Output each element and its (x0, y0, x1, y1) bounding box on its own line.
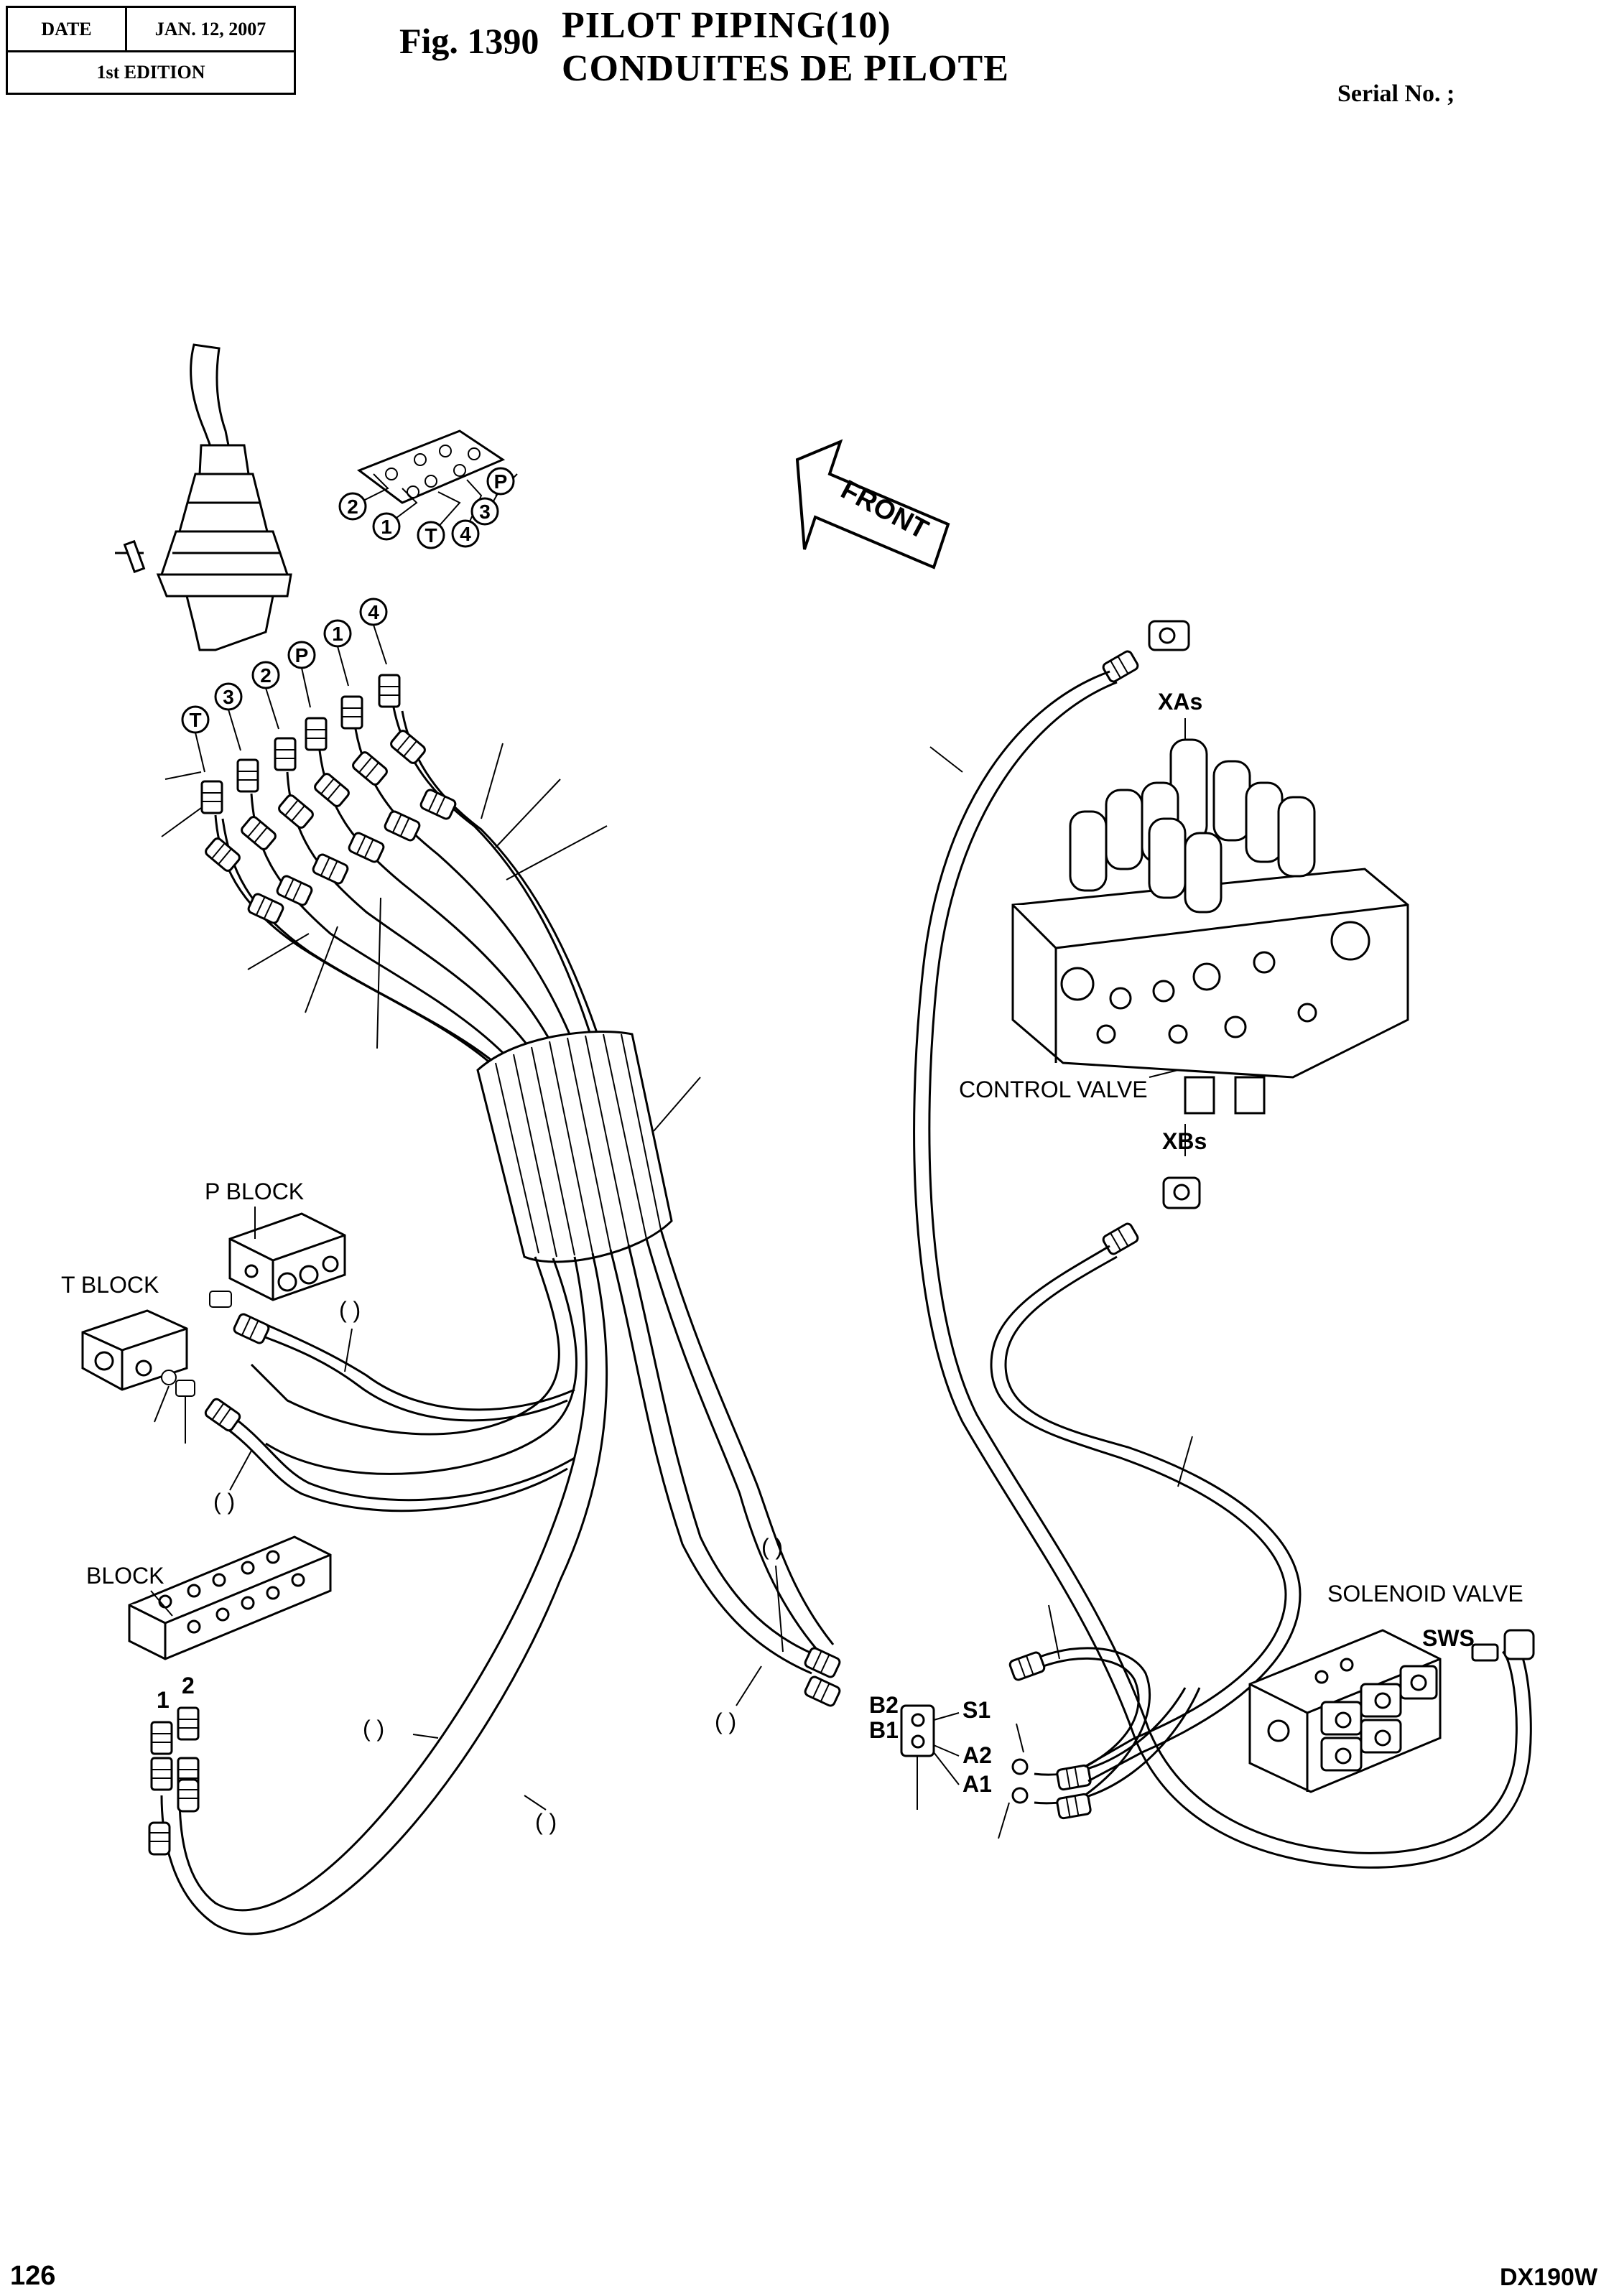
front-arrow: FRONT (795, 439, 950, 570)
title-english: PILOT PIPING(10) (562, 5, 891, 46)
t-block (81, 1309, 188, 1391)
pattern-port-3: 3 (479, 501, 491, 523)
joystick-lever (115, 343, 292, 651)
sws-fitting (1471, 1629, 1535, 1662)
block-label: BLOCK (86, 1563, 164, 1589)
port-a2-label: A2 (962, 1742, 992, 1768)
part-ref-leaders (229, 1328, 784, 1811)
t-block-label: T BLOCK (61, 1272, 159, 1298)
shuttle-hose-ends (802, 1645, 843, 1709)
port-a1-label: A1 (962, 1771, 992, 1797)
s1-hose-leader (1048, 1604, 1060, 1660)
t-block-leaders (154, 1385, 186, 1444)
xbs-fitting (1162, 1176, 1201, 1209)
model-name: DX190W (1500, 2264, 1598, 2291)
p-block-label: P BLOCK (205, 1179, 304, 1204)
xbs-hose-leader (1177, 1436, 1193, 1487)
fitting-port-1: 1 (332, 623, 343, 645)
block-fittings (161, 1291, 232, 1397)
port-b2-label: B2 (869, 1692, 899, 1718)
xas-label: XAs (1158, 689, 1202, 715)
shuttle-valve (900, 1704, 935, 1810)
pattern-port-p: P (494, 470, 508, 493)
fitting-port-4: 4 (368, 601, 379, 623)
pattern-port-4: 4 (460, 523, 471, 545)
hose-protective-sleeve (476, 1031, 673, 1263)
figure-number: Fig. 1390 (399, 21, 539, 61)
serial-number: Serial No. ; (1337, 80, 1455, 107)
pattern-port-1: 1 (381, 516, 392, 538)
shuttle-hoses (1019, 1647, 1201, 1805)
sws-port-label: SWS (1422, 1625, 1475, 1651)
fitting-callouts (195, 624, 387, 773)
part-ref-5: ( ) (363, 1716, 384, 1742)
part-ref-1: ( ) (339, 1297, 361, 1323)
date-value: JAN. 12, 2007 (127, 8, 294, 52)
xbs-hose (990, 1245, 1302, 1783)
fitting-port-3: 3 (223, 686, 234, 708)
p-block (228, 1212, 346, 1301)
block (128, 1535, 332, 1660)
title-french: CONDUITES DE PILOTE (562, 48, 1009, 89)
solenoid-valve (1248, 1629, 1442, 1793)
block-hoses (222, 1320, 575, 1512)
xas-fitting (1148, 620, 1190, 651)
hose-end-fittings (203, 728, 458, 926)
date-label: DATE (8, 8, 127, 52)
control-valve-label: CONTROL VALVE (959, 1077, 1148, 1102)
block-port-1-label: 1 (157, 1687, 170, 1713)
fitting-port-t: T (189, 709, 201, 731)
edition-label: 1st EDITION (96, 62, 205, 83)
header-info-box: DATE JAN. 12, 2007 1st EDITION (6, 6, 296, 95)
page-title: PILOT PIPING(10) CONDUITES DE PILOTE (562, 4, 1009, 90)
part-ref-3: ( ) (761, 1534, 783, 1560)
pattern-port-2: 2 (347, 496, 358, 518)
control-valve (1011, 738, 1409, 1115)
block-port-2-label: 2 (182, 1673, 195, 1698)
part-ref-2: ( ) (213, 1489, 235, 1515)
part-ref-4: ( ) (715, 1709, 736, 1734)
hose-leader-lines (161, 743, 701, 1132)
fitting-port-labels: T 3 2 P 1 4 (181, 598, 388, 734)
port-s1-label: S1 (962, 1697, 991, 1723)
control-valve-leader (1149, 1069, 1179, 1078)
block-port-fittings (148, 1706, 200, 1856)
main-hose-run (160, 1229, 835, 1935)
xas-hose-leader (929, 746, 963, 773)
page-number: 126 (10, 2261, 56, 2291)
fitting-port-2: 2 (260, 664, 272, 687)
port-pattern-plate (356, 429, 518, 536)
pattern-port-t: T (425, 524, 437, 547)
part-ref-6: ( ) (535, 1809, 557, 1835)
xas-hose (913, 670, 1532, 1869)
pattern-port-callouts: 2 1 T 4 3 P (338, 467, 515, 549)
block-leader (150, 1590, 173, 1617)
fitting-port-p: P (295, 644, 309, 666)
solenoid-valve-label: SOLENOID VALVE (1327, 1581, 1523, 1607)
a-port-fittings (1008, 1650, 1093, 1821)
shuttle-port-leaders (933, 1712, 1024, 1839)
port-b1-label: B1 (869, 1717, 899, 1743)
